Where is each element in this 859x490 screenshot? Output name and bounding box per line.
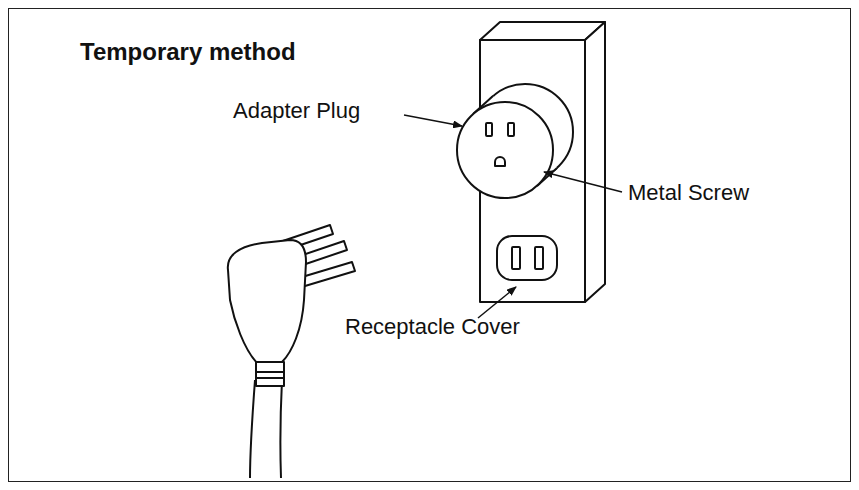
diagram-title: Temporary method: [80, 38, 296, 67]
three-prong-plug: [228, 225, 355, 478]
leader-lines: [404, 115, 622, 318]
frame: [9, 9, 851, 482]
adapter-plug: [457, 84, 573, 198]
part-label: Receptacle Cover: [345, 314, 520, 340]
part-label: Metal Screw: [628, 180, 749, 206]
part-label: Adapter Plug: [233, 98, 360, 124]
receptacle: [497, 236, 557, 280]
